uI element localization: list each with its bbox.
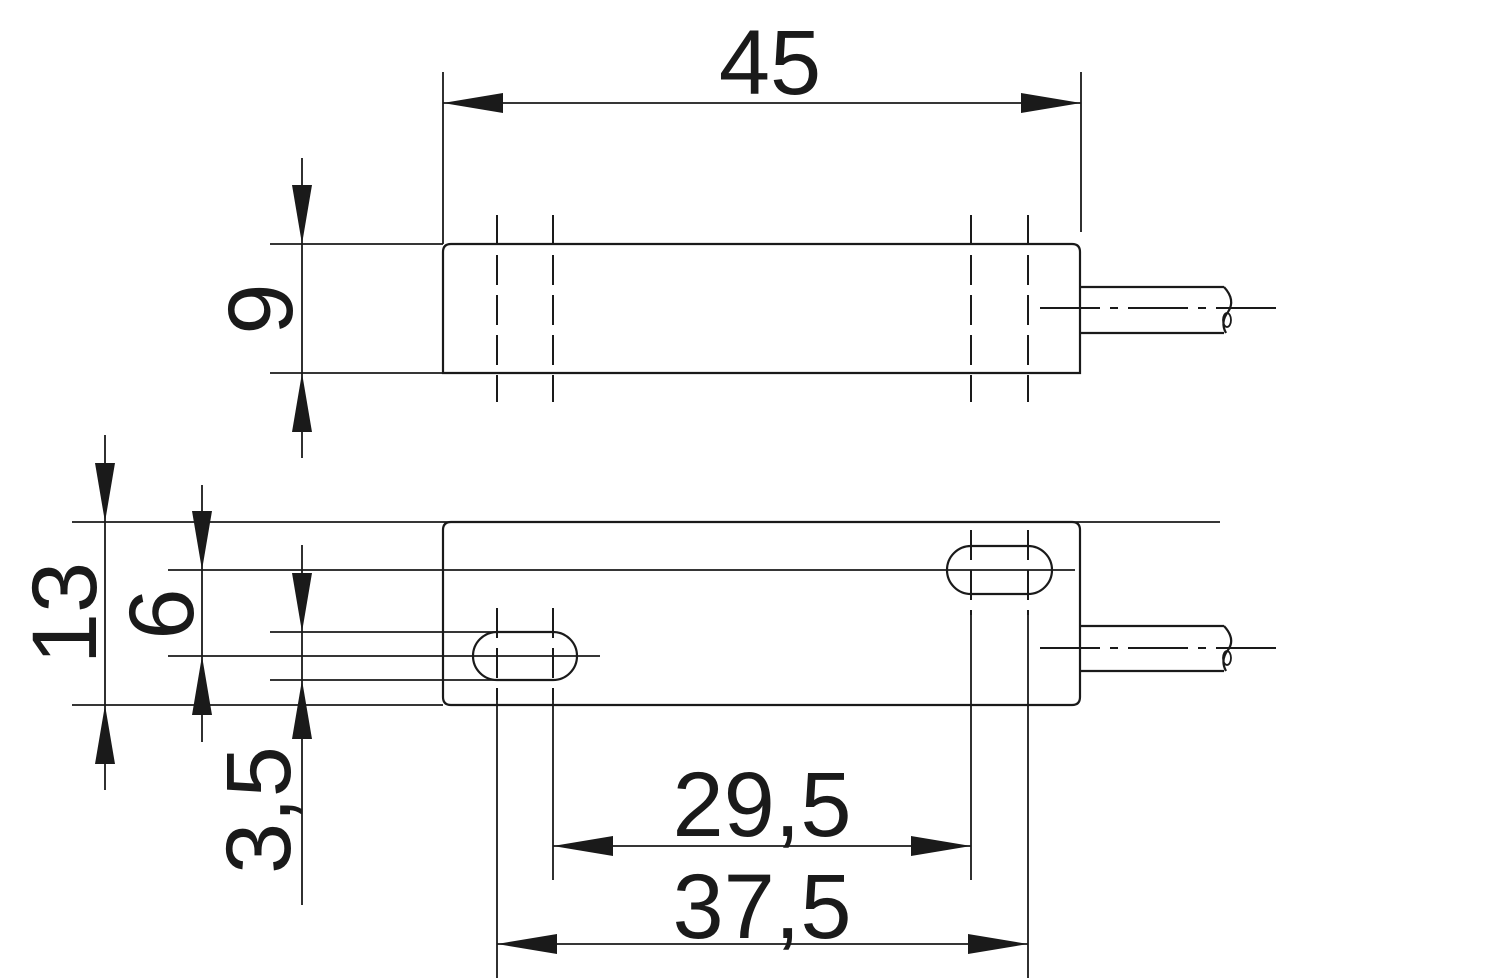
top-view-cable <box>1040 624 1278 673</box>
side-view-cable <box>1040 285 1278 335</box>
dimension-inner-spacing-label: 29,5 <box>672 754 851 856</box>
dimension-width-label: 13 <box>14 562 116 664</box>
top-view: 13 6 3,5 29,5 37,5 <box>14 435 1278 978</box>
dimension-height-label: 9 <box>210 283 312 334</box>
dimension-length: 45 <box>442 12 1082 244</box>
dimension-inner-spacing: 29,5 <box>553 754 971 856</box>
side-view: 45 9 <box>210 12 1278 458</box>
dimension-slot-center-label: 3,5 <box>208 746 310 874</box>
dimension-outer-spacing-label: 37,5 <box>672 856 851 958</box>
dimension-slot-center: 3,5 <box>208 545 312 905</box>
top-view-body <box>441 520 1082 707</box>
dimension-height: 9 <box>210 158 443 458</box>
dimension-slot-offset-label: 6 <box>111 588 213 639</box>
left-slot <box>168 630 600 682</box>
dimension-slot-offset: 6 <box>111 485 213 742</box>
dimension-outer-spacing: 37,5 <box>497 856 1028 958</box>
dimension-length-label: 45 <box>719 12 821 114</box>
dimension-width: 13 <box>14 435 116 790</box>
side-view-body <box>441 242 1082 375</box>
